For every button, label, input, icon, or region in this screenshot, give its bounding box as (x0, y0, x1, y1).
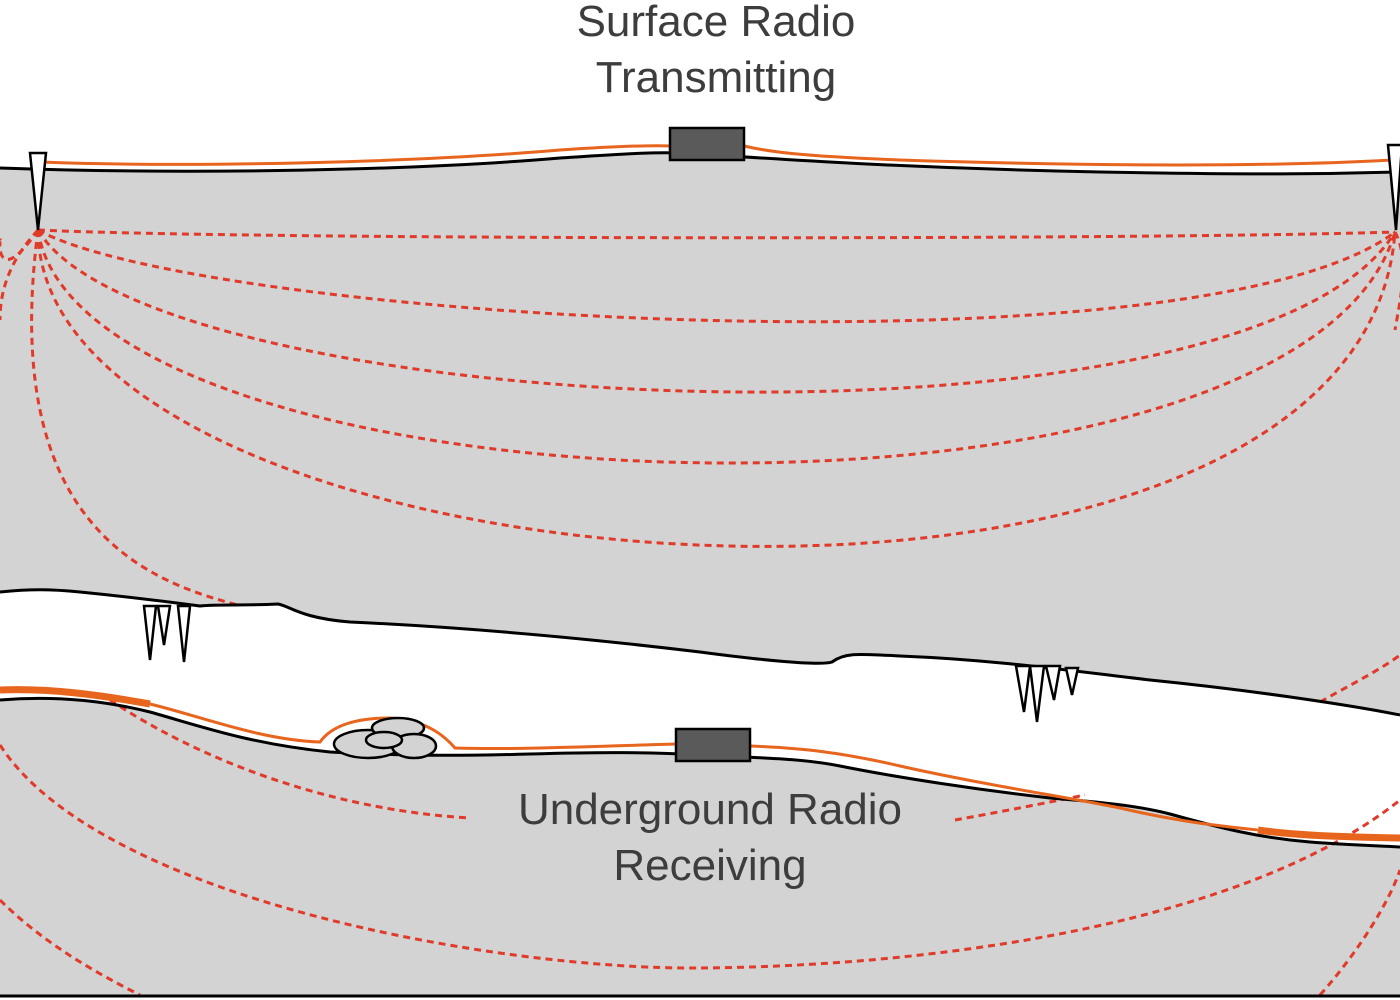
field-line-13 (1318, 869, 1400, 996)
surface-label-line2: Transmitting (595, 53, 837, 102)
field-lines (0, 228, 1400, 997)
field-line-3 (36, 229, 1397, 394)
underground-label-line2: Receiving (613, 841, 807, 890)
field-line-15 (1393, 231, 1400, 331)
field-line-12 (0, 898, 141, 997)
surface-label-line1: Surface Radio (576, 0, 856, 46)
rock-pile-icon (332, 716, 438, 760)
field-line-1 (37, 228, 1396, 240)
surface-antenna-wire (39, 144, 1393, 167)
radio-box-icon (668, 126, 746, 162)
field-line-14 (1319, 653, 1400, 704)
stalactite-icon (142, 604, 192, 663)
field-line-11 (0, 744, 1400, 970)
stalactite-icon (1014, 664, 1080, 723)
cave-ceiling-outline (0, 588, 1400, 717)
underground-radio-label: Underground Radio Receiving (470, 782, 950, 894)
field-line-6 (30, 229, 239, 607)
field-line-4 (36, 229, 1397, 465)
underground-antenna-thick-right (1257, 826, 1400, 842)
underground-label-line1: Underground Radio (517, 785, 903, 834)
ground-stake-icon (1386, 143, 1400, 231)
radio-box-icon (674, 727, 752, 763)
field-line-7 (0, 229, 40, 261)
field-line-10 (954, 793, 1086, 822)
field-line-8 (0, 228, 40, 321)
ground-stake-icon (28, 151, 48, 231)
surface-radio-label: Surface Radio Transmitting (500, 0, 932, 106)
underground-antenna-thick-left (0, 686, 151, 708)
field-line-2 (37, 228, 1396, 324)
lower-rock-layer (0, 698, 1400, 995)
field-line-9 (109, 698, 471, 820)
upper-rock-layer (0, 152, 1400, 716)
